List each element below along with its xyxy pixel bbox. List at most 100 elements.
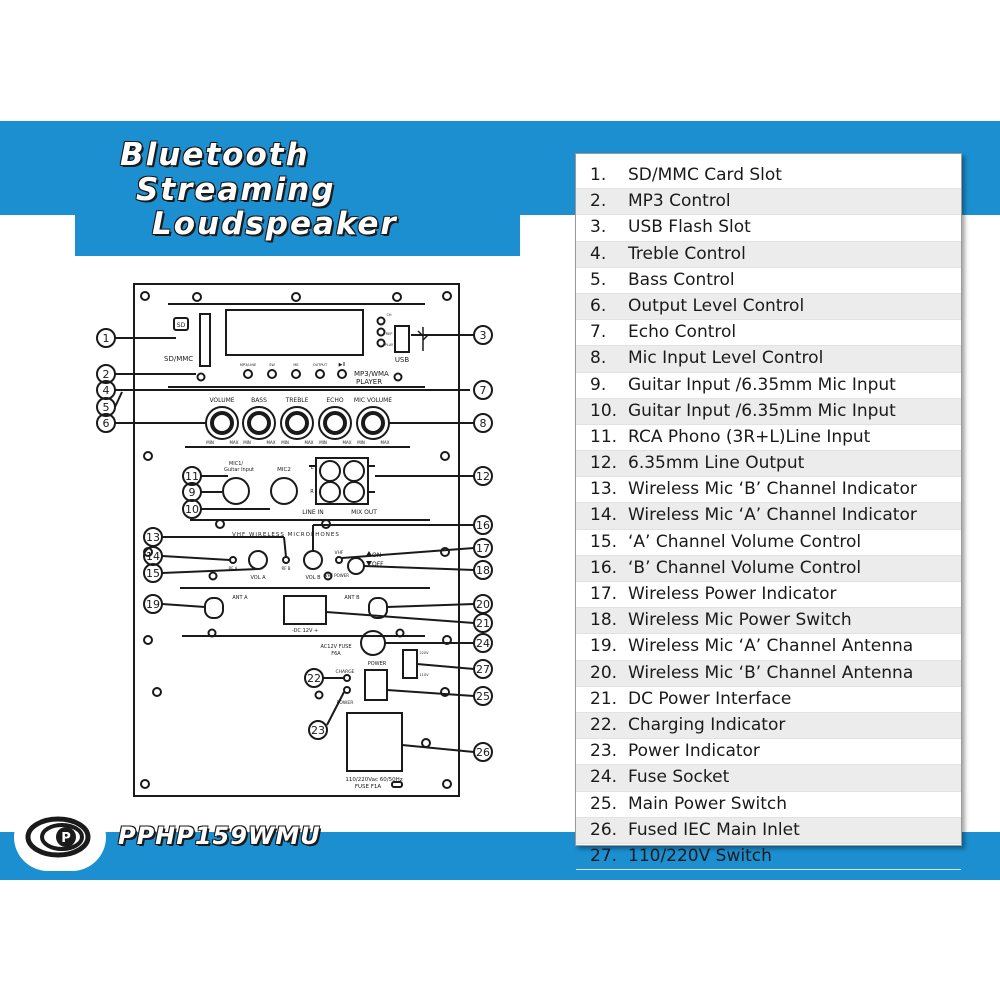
voltage-switch bbox=[402, 649, 418, 679]
volume-label: VOLUME bbox=[209, 397, 234, 404]
svg-text:11: 11 bbox=[185, 470, 199, 483]
logo-badge: P bbox=[14, 803, 106, 871]
legend-row: 13.Wireless Mic ‘B’ Channel Indicator bbox=[576, 477, 961, 504]
legend-number: 27. bbox=[590, 845, 618, 866]
title-line-2: Streaming bbox=[136, 172, 336, 208]
screw-hole bbox=[442, 779, 452, 789]
legend-text: Wireless Mic ‘A’ Channel Indicator bbox=[628, 505, 917, 526]
antenna-a bbox=[204, 597, 224, 619]
legend-row: 21. DC Power Interface bbox=[576, 687, 961, 713]
legend-text: USB Flash Slot bbox=[628, 217, 751, 238]
logo-letter: P bbox=[61, 831, 71, 846]
play-pause-button bbox=[337, 369, 347, 379]
legend-number: 12. bbox=[590, 453, 618, 474]
legend-number: 11. bbox=[590, 426, 618, 447]
legend-number: 8. bbox=[590, 348, 607, 369]
treble-knob-inner bbox=[285, 411, 309, 435]
legend-row: 22.Charging Indicator bbox=[576, 712, 961, 740]
echo-label: ECHO bbox=[326, 397, 343, 404]
knob-max-label: MAX bbox=[343, 440, 352, 445]
svg-text:3: 3 bbox=[480, 329, 487, 342]
legend-row: 2.MP3 Control bbox=[576, 189, 961, 216]
rf-a-label: RF A bbox=[228, 566, 237, 571]
legend-number: 16. bbox=[590, 557, 618, 578]
rf-a-indicator bbox=[229, 556, 237, 564]
legend-text: SD/MMC Card Slot bbox=[628, 165, 782, 185]
legend-row: 14.Wireless Mic ‘A’ Channel Indicator bbox=[576, 503, 961, 530]
power-indicator bbox=[343, 686, 351, 694]
screw-hole bbox=[140, 779, 150, 789]
legend-row: 6.Output Level Control bbox=[576, 293, 961, 321]
rca-mix-out-l bbox=[343, 460, 365, 482]
svg-text:1: 1 bbox=[103, 332, 110, 345]
screw-hole bbox=[192, 292, 202, 302]
svg-text:2: 2 bbox=[103, 368, 110, 381]
legend-text: Wireless Mic ‘B’ Channel Antenna bbox=[628, 662, 914, 683]
legend-row: 12. 6.35mm Line Output bbox=[576, 451, 961, 478]
legend-text: 110/220V Switch bbox=[628, 845, 772, 866]
legend-row: 19.Wireless Mic ‘A’ Channel Antenna bbox=[576, 634, 961, 661]
legend-text: Main Power Switch bbox=[628, 793, 787, 814]
legend-text: Wireless Mic ‘A’ Channel Antenna bbox=[628, 636, 914, 657]
svg-text:9: 9 bbox=[189, 486, 196, 499]
svg-text:23: 23 bbox=[311, 724, 325, 737]
play-button bbox=[376, 338, 386, 348]
usb-slot bbox=[394, 325, 410, 353]
legend-row: 26.Fused IEC Main Inlet bbox=[576, 817, 961, 844]
output-label: OUTPUT bbox=[313, 363, 328, 367]
rca-l-label: L bbox=[311, 465, 314, 471]
sd-card-icon bbox=[173, 317, 189, 331]
vol-a-label: VOL A bbox=[250, 575, 266, 581]
screw-hole bbox=[140, 291, 150, 301]
mp3-display bbox=[225, 309, 364, 356]
player-label: PLAYER bbox=[356, 378, 382, 386]
ch-button bbox=[376, 316, 386, 326]
me-label: ME bbox=[293, 363, 298, 367]
usb-icon bbox=[417, 327, 429, 351]
mp3-line-button bbox=[243, 369, 253, 379]
off-label: OFF bbox=[372, 561, 384, 568]
legend-number: 25. bbox=[590, 793, 618, 814]
brand-logo-icon: P bbox=[25, 816, 91, 858]
panel-outline bbox=[133, 283, 460, 797]
legend-text: Mic Input Level Control bbox=[628, 348, 824, 369]
legend-number: 21. bbox=[590, 688, 618, 709]
legend-number: 1. bbox=[590, 165, 607, 185]
legend-number: 15. bbox=[590, 531, 618, 552]
svg-text:19: 19 bbox=[146, 598, 160, 611]
bass-knob bbox=[242, 406, 276, 440]
v220-label: 220V bbox=[419, 651, 429, 655]
bass-knob-inner bbox=[247, 411, 271, 435]
legend-row: 10.Guitar Input /6.35mm Mic Input bbox=[576, 398, 961, 425]
legend-row: 9.Guitar Input /6.35mm Mic Input bbox=[576, 373, 961, 399]
me-button bbox=[291, 369, 301, 379]
svg-text:21: 21 bbox=[476, 617, 490, 630]
legend-text: 6.35mm Line Output bbox=[628, 453, 805, 474]
fuse-socket bbox=[360, 630, 386, 656]
knob-min-label: MIN bbox=[206, 440, 214, 445]
legend-number: 23. bbox=[590, 741, 618, 762]
callouts bbox=[96, 325, 493, 762]
screw-hole bbox=[323, 571, 333, 581]
svg-text:6: 6 bbox=[103, 417, 110, 430]
legend-number: 2. bbox=[590, 191, 607, 212]
legend-number: 4. bbox=[590, 243, 607, 264]
svg-text:13: 13 bbox=[146, 531, 160, 544]
legend-row: 4.Treble Control bbox=[576, 241, 961, 268]
legend-row: 3.USB Flash Slot bbox=[576, 215, 961, 242]
legend-text: Wireless Mic Power Switch bbox=[628, 610, 852, 631]
mic1-label: MIC1/ bbox=[229, 461, 243, 467]
v110-label: 110V bbox=[419, 673, 429, 677]
legend-number: 13. bbox=[590, 479, 618, 500]
svg-text:22: 22 bbox=[307, 672, 321, 685]
legend-row: 25. Main Power Switch bbox=[576, 792, 961, 818]
ant-b-label: ANT B bbox=[344, 595, 360, 601]
legend-text: DC Power Interface bbox=[628, 688, 792, 709]
svg-text:15: 15 bbox=[146, 567, 160, 580]
legend-text: Output Level Control bbox=[628, 295, 805, 316]
svg-text:17: 17 bbox=[476, 542, 490, 555]
rca-line-in-l bbox=[319, 460, 341, 482]
vhf-power-indicator bbox=[335, 556, 343, 564]
svg-text:12: 12 bbox=[476, 470, 490, 483]
